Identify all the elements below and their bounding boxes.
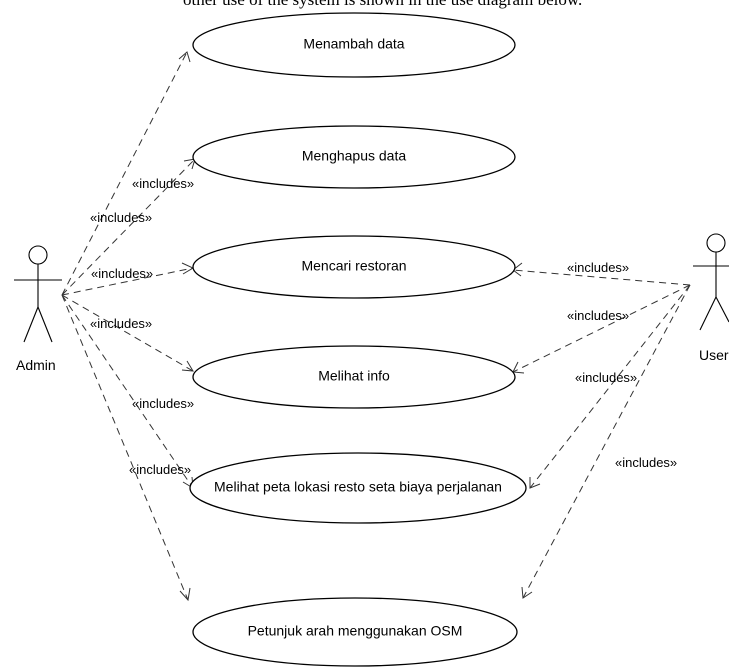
stereotype-labels: «includes» «includes» «includes» «includ… — [90, 176, 677, 477]
admin-to-mencari-restoran-line — [61, 267, 194, 296]
use-case-petunjuk-arah[interactable]: Petunjuk arah menggunakan OSM — [192, 597, 518, 667]
use-case-petunjuk-arah-ellipse — [192, 597, 518, 667]
actor-admin-head — [28, 245, 48, 265]
use-case-mencari-restoran-label: Mencari restoran — [301, 258, 406, 274]
stereotype-label: «includes» — [132, 176, 194, 191]
actor-admin[interactable]: Admin — [14, 245, 62, 373]
user-to-petunjuk-arah-arrowhead — [521, 586, 533, 599]
use-case-melihat-peta[interactable]: Melihat peta lokasi resto seta biaya per… — [189, 452, 527, 524]
admin-to-menghapus-data-line — [61, 158, 196, 296]
use-case-menghapus-data[interactable]: Menghapus data — [192, 125, 516, 189]
user-to-melihat-info-line — [512, 284, 691, 373]
use-case-mencari-restoran[interactable]: Mencari restoran — [192, 235, 516, 299]
actor-user-label: User — [699, 347, 729, 363]
admin-to-menambah-data-line — [61, 51, 188, 296]
admin-to-mencari-restoran-arrowhead — [181, 262, 195, 275]
use-case-mencari-restoran-ellipse — [192, 235, 516, 299]
use-case-menambah-data[interactable]: Menambah data — [192, 12, 516, 78]
actor-user[interactable]: User — [693, 233, 729, 363]
use-case-menambah-data-ellipse — [192, 12, 516, 78]
stereotype-label: «includes» — [575, 370, 637, 385]
stereotype-label: «includes» — [90, 210, 152, 225]
admin-to-petunjuk-arah-line — [61, 294, 189, 601]
actor-user-head — [706, 233, 726, 253]
actor-user-right-leg — [715, 296, 729, 323]
admin-to-melihat-peta-line — [61, 294, 194, 489]
admin-to-menambah-data-arrowhead — [178, 51, 191, 63]
stereotype-label: «includes» — [129, 462, 191, 477]
user-associations — [512, 262, 691, 599]
stereotype-label: «includes» — [567, 260, 629, 275]
use-case-petunjuk-arah-label: Petunjuk arah menggunakan OSM — [248, 623, 463, 639]
stereotype-label: «includes» — [615, 455, 677, 470]
stereotype-label: «includes» — [91, 266, 153, 281]
user-to-mencari-restoran-line — [512, 269, 691, 286]
admin-to-petunjuk-arah-arrowhead — [179, 587, 191, 602]
stereotype-label: «includes» — [567, 308, 629, 323]
use-case-melihat-info[interactable]: Melihat info — [192, 345, 516, 409]
stereotype-label: «includes» — [132, 396, 194, 411]
use-case-melihat-peta-ellipse — [189, 452, 527, 524]
actor-admin-right-leg — [37, 306, 53, 343]
admin-to-melihat-info-arrowhead — [181, 360, 194, 372]
use-case-menghapus-data-label: Menghapus data — [302, 148, 407, 164]
admin-to-melihat-info-line — [61, 294, 194, 372]
admin-associations — [61, 51, 196, 602]
actor-admin-left-leg — [23, 306, 39, 343]
use-case-menambah-data-label: Menambah data — [303, 36, 404, 52]
user-to-melihat-peta-arrowhead — [529, 477, 541, 489]
actor-user-left-leg — [699, 296, 717, 331]
stereotype-label: «includes» — [90, 316, 152, 331]
use-case-melihat-info-ellipse — [192, 345, 516, 409]
use-case-melihat-peta-label: Melihat peta lokasi resto seta biaya per… — [214, 479, 502, 495]
use-case-menghapus-data-ellipse — [192, 125, 516, 189]
user-to-petunjuk-arah-line — [522, 284, 691, 599]
use-case-melihat-info-label: Melihat info — [318, 368, 390, 384]
diagram-caption: other use of the system is shown in the … — [183, 0, 582, 9]
actor-admin-label: Admin — [16, 357, 56, 373]
